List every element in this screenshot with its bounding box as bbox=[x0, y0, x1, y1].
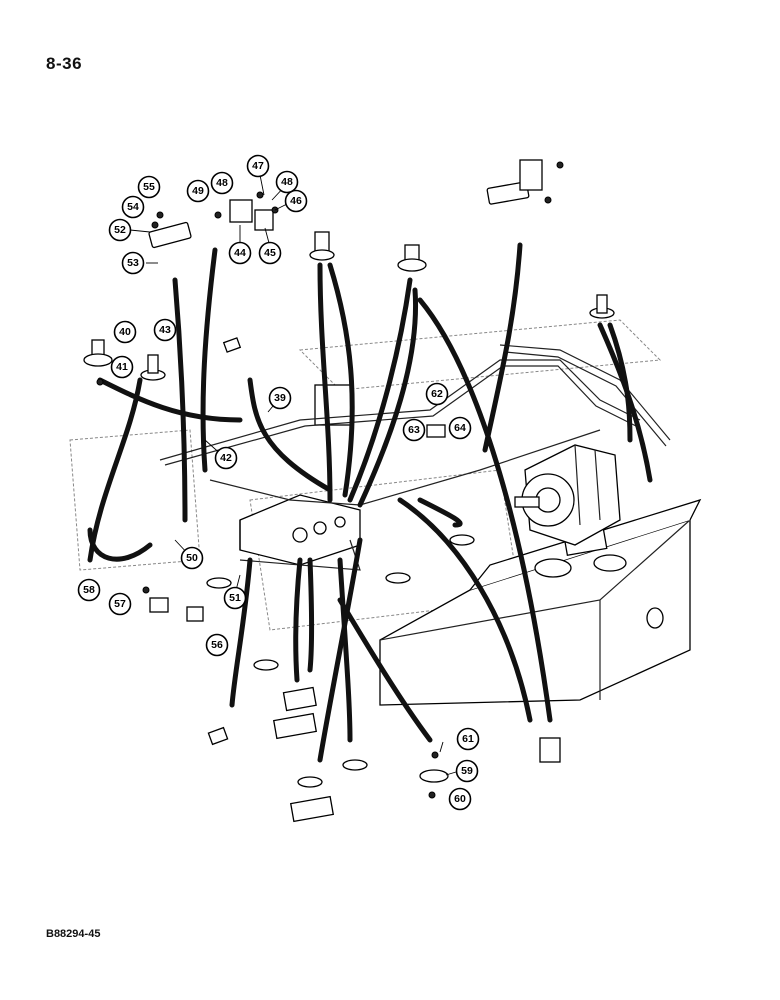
callout-label: 39 bbox=[274, 392, 286, 404]
callout-label: 47 bbox=[252, 160, 264, 172]
hydraulic-pump bbox=[514, 444, 621, 546]
callout-label: 51 bbox=[229, 592, 241, 604]
callout-label: 61 bbox=[462, 733, 474, 745]
callout-51: 51 bbox=[223, 586, 247, 610]
callout-label: 53 bbox=[127, 257, 139, 269]
callout-46: 46 bbox=[284, 189, 308, 213]
page-number: 8-36 bbox=[46, 54, 83, 73]
callout-57: 57 bbox=[108, 592, 132, 616]
callout-label: 54 bbox=[127, 201, 139, 213]
fittings bbox=[83, 159, 615, 823]
callout-42: 42 bbox=[214, 446, 238, 470]
callout-59: 59 bbox=[455, 759, 479, 783]
callout-label: 63 bbox=[408, 424, 420, 436]
callout-60: 60 bbox=[448, 787, 472, 811]
callout-50: 50 bbox=[180, 546, 204, 570]
callout-54: 54 bbox=[121, 195, 145, 219]
callout-label: 45 bbox=[264, 247, 276, 259]
callout-label: 57 bbox=[114, 598, 126, 610]
callout-label: 50 bbox=[186, 552, 198, 564]
hydraulic-hoses bbox=[87, 242, 653, 763]
callout-48b: 48 bbox=[275, 170, 299, 194]
callout-41: 41 bbox=[110, 355, 134, 379]
callout-48a: 48 bbox=[210, 171, 234, 195]
callout-label: 58 bbox=[83, 584, 95, 596]
callout-61: 61 bbox=[456, 727, 480, 751]
callout-label: 59 bbox=[461, 765, 473, 777]
callout-58: 58 bbox=[77, 578, 101, 602]
callout-label: 49 bbox=[192, 185, 204, 197]
callout-label: 42 bbox=[220, 452, 232, 464]
figure-code: B88294-45 bbox=[46, 928, 101, 940]
callout-52: 52 bbox=[108, 218, 132, 242]
callout-45: 45 bbox=[258, 241, 282, 265]
callout-label: 64 bbox=[454, 422, 466, 434]
callout-49: 49 bbox=[186, 179, 210, 203]
callout-40: 40 bbox=[113, 320, 137, 344]
callout-47: 47 bbox=[246, 154, 270, 178]
callout-label: 48 bbox=[216, 177, 228, 189]
callout-label: 52 bbox=[114, 224, 126, 236]
callout-label: 62 bbox=[431, 388, 443, 400]
callout-label: 41 bbox=[116, 361, 128, 373]
callout-55: 55 bbox=[137, 175, 161, 199]
callout-44: 44 bbox=[228, 241, 252, 265]
callout-label: 46 bbox=[290, 195, 302, 207]
control-valve-block bbox=[239, 384, 361, 566]
callout-label: 60 bbox=[454, 793, 466, 805]
callout-62: 62 bbox=[425, 382, 449, 406]
callout-label: 48 bbox=[281, 176, 293, 188]
callout-label: 55 bbox=[143, 181, 155, 193]
callout-53: 53 bbox=[121, 251, 145, 275]
callout-label: 56 bbox=[211, 639, 223, 651]
callout-64: 64 bbox=[448, 416, 472, 440]
callout-label: 44 bbox=[234, 247, 246, 259]
callout-56: 56 bbox=[205, 633, 229, 657]
callout-39: 39 bbox=[268, 386, 292, 410]
callout-63: 63 bbox=[402, 418, 426, 442]
callout-label: 43 bbox=[159, 324, 171, 336]
callout-label: 40 bbox=[119, 326, 131, 338]
callout-43: 43 bbox=[153, 318, 177, 342]
